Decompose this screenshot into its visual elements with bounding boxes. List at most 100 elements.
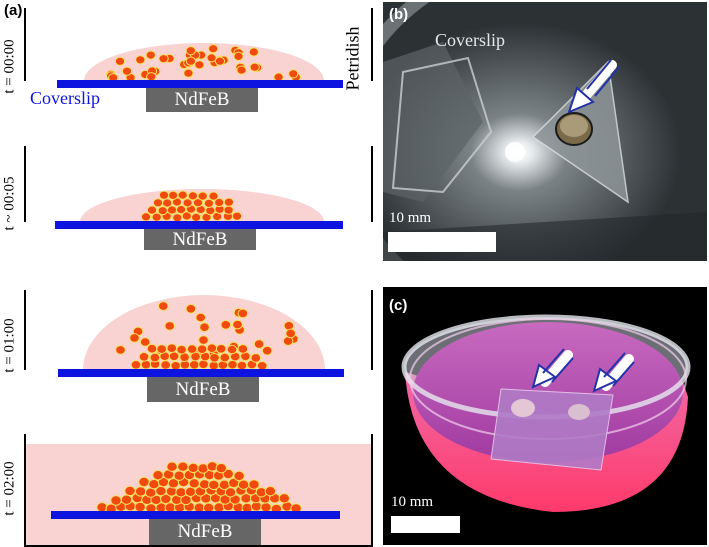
cell — [189, 360, 200, 370]
cell — [138, 352, 150, 362]
cell — [218, 479, 231, 490]
cell — [158, 54, 169, 64]
cell — [215, 344, 227, 354]
coverslip-bar — [51, 511, 340, 519]
cell — [175, 487, 187, 498]
cell — [227, 359, 238, 370]
cell — [110, 495, 122, 506]
coverslip-bar — [57, 80, 343, 88]
cell — [236, 65, 247, 75]
magnet-block: NdFeB — [149, 519, 261, 545]
cell — [222, 468, 234, 480]
cell — [196, 344, 208, 355]
cell — [168, 190, 179, 201]
cell — [187, 191, 198, 201]
dish-wall-left — [24, 146, 26, 250]
cell — [192, 198, 204, 208]
cell — [120, 494, 133, 505]
cell — [164, 321, 175, 331]
cell — [149, 352, 161, 363]
dish-wall-left — [24, 290, 26, 404]
cell — [203, 198, 214, 209]
cell — [138, 476, 150, 488]
cell — [199, 322, 210, 333]
cell — [214, 56, 225, 66]
cell — [206, 343, 218, 354]
cell — [226, 344, 238, 355]
cell — [140, 359, 152, 370]
dish-wall-right — [371, 290, 373, 404]
time-label-1: t = 00:00 — [1, 39, 18, 94]
cell — [208, 479, 220, 491]
cell — [162, 198, 173, 208]
cell — [249, 62, 260, 72]
cell — [166, 461, 178, 472]
scale-bar-label: 10 mm — [389, 210, 432, 226]
cell — [186, 344, 198, 354]
cell — [261, 345, 273, 356]
cell — [185, 303, 197, 314]
cell — [219, 352, 231, 363]
cell — [177, 190, 188, 200]
cell — [130, 360, 142, 370]
cell — [237, 308, 249, 319]
magnet-block: NdFeB — [144, 229, 256, 250]
cell — [148, 479, 160, 490]
cell — [208, 44, 219, 54]
cell — [146, 205, 158, 215]
cell — [158, 301, 169, 311]
cell — [198, 359, 209, 370]
cell — [223, 197, 234, 207]
cell — [285, 328, 297, 339]
cell — [214, 197, 225, 208]
cell — [173, 470, 185, 481]
cell — [182, 198, 193, 208]
cell — [248, 47, 259, 57]
cells-dense-mound — [96, 461, 302, 515]
cell — [185, 56, 196, 66]
cell — [160, 360, 171, 370]
cell — [114, 56, 126, 66]
cell — [223, 205, 234, 215]
dish-wall-right — [371, 8, 373, 112]
cell — [231, 211, 243, 221]
cell — [152, 198, 164, 208]
coverslip-label: Coverslip — [30, 88, 100, 108]
photo-coverslip-label: Coverslip — [435, 30, 505, 50]
cell — [237, 479, 250, 490]
dish-wall-left — [24, 434, 26, 547]
dish-wall-right — [371, 146, 373, 250]
cell — [134, 486, 147, 497]
dish-wall-left — [24, 8, 26, 112]
cell — [160, 493, 172, 505]
cell — [129, 333, 140, 343]
cell — [233, 51, 244, 62]
cell — [248, 479, 260, 490]
cell — [177, 461, 189, 472]
panel-b-label: (b) — [389, 6, 409, 23]
coverslip-bar — [55, 221, 343, 229]
cell — [232, 319, 243, 330]
cell — [121, 66, 133, 76]
scale-bar — [388, 232, 496, 252]
cell — [198, 335, 209, 345]
dish-wall-right — [371, 434, 373, 547]
magnet-block: NdFeB — [147, 377, 259, 402]
cell — [152, 470, 164, 481]
cell — [145, 50, 156, 60]
cell — [115, 345, 126, 355]
cell — [183, 68, 194, 78]
cell — [185, 46, 196, 56]
cell — [278, 493, 290, 504]
cell — [124, 485, 136, 497]
cell — [145, 487, 157, 498]
cell — [184, 486, 197, 497]
cell — [253, 339, 265, 349]
cell — [250, 353, 262, 363]
petridish-label: Petridish — [342, 26, 363, 91]
petridish-photo-side-view — [383, 287, 707, 545]
time-label-2: t ~ 00:05 — [1, 176, 18, 231]
cell — [166, 343, 178, 354]
petridish-photo-top-view — [383, 2, 707, 261]
time-label-4: t = 02:00 — [1, 461, 18, 516]
